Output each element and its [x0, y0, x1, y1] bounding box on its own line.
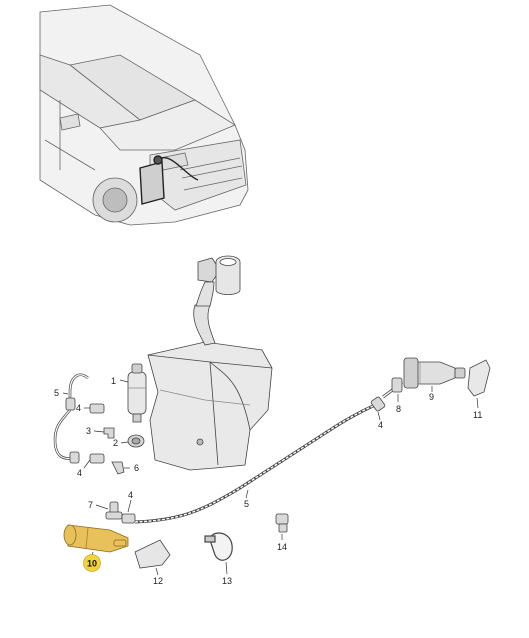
callout-4-middle: 4 [77, 468, 82, 478]
callout-5-main: 5 [244, 499, 249, 509]
callout-7: 7 [88, 500, 93, 510]
part-13-hose-clamp [204, 532, 233, 561]
vehicle-illustration [39, 4, 249, 226]
vehicle-washer-highlight [139, 155, 199, 205]
part-2-grommet [127, 434, 145, 448]
callout-1: 1 [111, 376, 116, 386]
part-4-connector-right [370, 396, 386, 412]
callout-13: 13 [222, 576, 232, 586]
part-9-headlight-washer-nozzle [403, 357, 466, 389]
part-5-hose-left [53, 373, 89, 460]
part-4-connector-lower [121, 513, 136, 524]
callout-5-left: 5 [54, 388, 59, 398]
callout-10-highlight: 10 [83, 554, 101, 572]
callout-4-upper: 4 [76, 403, 81, 413]
part-3-elbow-connector [103, 427, 115, 439]
part-8-connector [391, 377, 403, 393]
leader-lines [62, 379, 479, 576]
part-7-t-piece [105, 501, 123, 520]
part-10-washer-pump-highlighted [63, 524, 129, 553]
part-4-connector-middle [69, 451, 105, 464]
reservoir-filler-neck [193, 255, 241, 346]
callout-14: 14 [277, 542, 287, 552]
callout-4-right: 4 [378, 420, 383, 430]
washer-fluid-reservoir [147, 341, 273, 471]
callout-8: 8 [396, 404, 401, 414]
part-14-clip [275, 513, 289, 533]
part-1-washer-pump [127, 363, 147, 423]
part-12-cover [134, 539, 171, 569]
callout-9: 9 [429, 392, 434, 402]
callout-10: 10 [87, 559, 97, 569]
callout-3: 3 [86, 426, 91, 436]
part-4-connector-upper [65, 397, 105, 414]
callout-4-lower: 4 [128, 490, 133, 500]
callout-2: 2 [113, 438, 118, 448]
callout-6: 6 [134, 463, 139, 473]
callout-11: 11 [473, 410, 482, 420]
part-5-hose-left-inner [54, 374, 89, 460]
callout-12: 12 [153, 576, 163, 586]
part-11-nozzle-cap [467, 359, 491, 397]
part-6-elbow-connector [111, 461, 125, 475]
